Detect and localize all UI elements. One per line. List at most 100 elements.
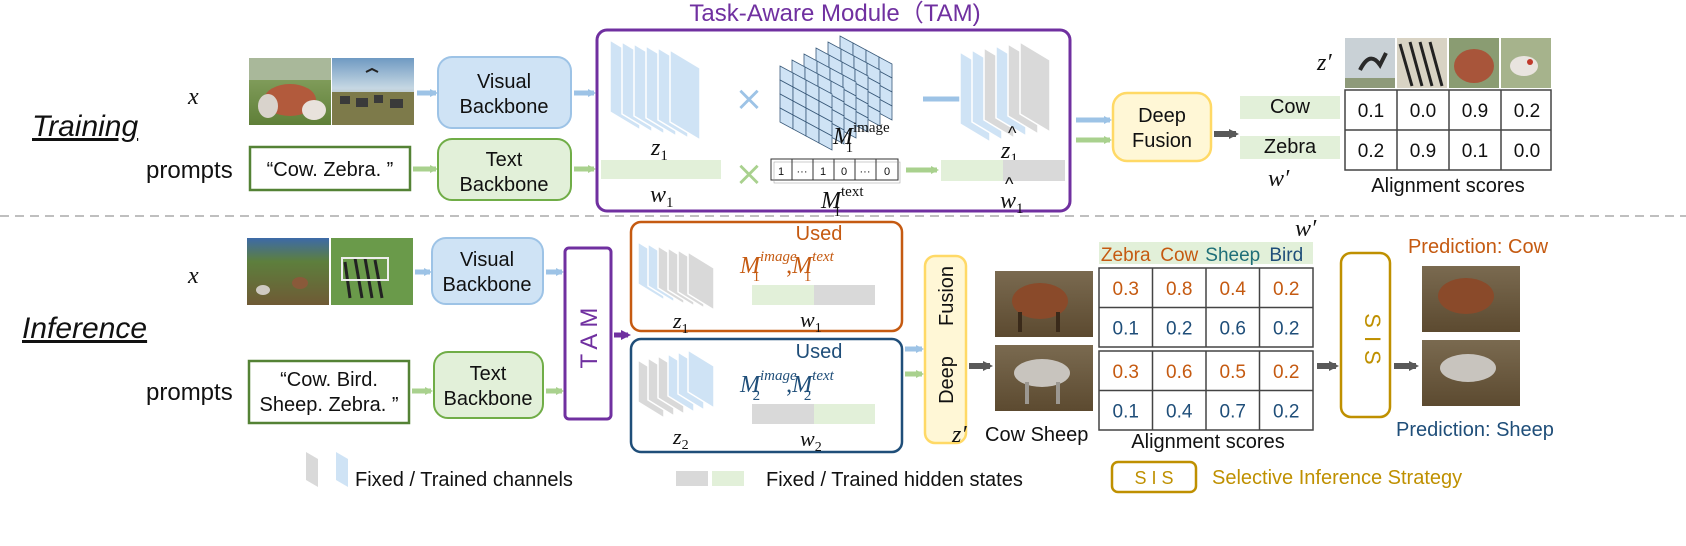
inference-w2hat-trained xyxy=(814,404,875,424)
inference-header-cell: Zebra xyxy=(1101,245,1151,266)
legend-sis-text: Selective Inference Strategy xyxy=(1212,467,1462,489)
legend-fixed-channel-icon xyxy=(306,452,318,487)
training-w1hat-hat: ^ xyxy=(1005,174,1014,194)
training-prompt-text: “Cow. Zebra. ” xyxy=(267,159,394,181)
prediction-sheep-label: Prediction: Sheep xyxy=(1396,419,1554,441)
training-input-photo-zebras xyxy=(332,58,414,125)
training-input-photo-cow xyxy=(249,58,331,125)
training-crop-bird-2 xyxy=(1501,38,1551,88)
training-score-cell: 0.2 xyxy=(1358,141,1384,162)
inference-prompt-box xyxy=(247,359,411,425)
inference-score-cell: 0.2 xyxy=(1166,319,1192,340)
training-w1-label: w1 xyxy=(650,182,674,211)
svg-text:SIS: SIS xyxy=(1360,313,1385,372)
inference-w1hat-label: w1 xyxy=(800,307,822,336)
svg-text:Visual: Visual xyxy=(460,249,514,271)
inference-z2hat-label: z2 xyxy=(672,424,689,453)
svg-text:Text: Text xyxy=(486,149,523,171)
training-visual-backbone: Visual Backbone xyxy=(437,56,572,129)
inference-z2hat-stack xyxy=(637,348,715,420)
class-zebra-label: Zebra xyxy=(1264,136,1317,158)
prediction-cow-label: Prediction: Cow xyxy=(1408,236,1549,258)
training-crop-cow xyxy=(1449,38,1499,88)
inference-crop-cow xyxy=(995,271,1093,337)
training-w1hat-label: w1 xyxy=(1000,188,1024,217)
inference-input-photo-zebra xyxy=(331,238,413,305)
inference-score-cell: 0.2 xyxy=(1273,319,1299,340)
training-score-cell: 0.9 xyxy=(1462,101,1488,122)
inference-tam-label: TAM xyxy=(576,302,603,369)
legend-hidden-text: Fixed / Trained hidden states xyxy=(766,469,1023,491)
training-z-prime: z′ xyxy=(1316,50,1332,76)
training-z1hat-label: z1 xyxy=(1000,138,1018,167)
inference-z-prime: z′ xyxy=(951,422,967,448)
inference-prompt-line-1: “Cow. Bird. xyxy=(280,369,378,391)
training-z1-channel-stack xyxy=(609,38,701,142)
training-score-cell: 0.9 xyxy=(1410,141,1436,162)
training-prompts-label: prompts xyxy=(146,157,233,184)
inference-w1hat-fixed xyxy=(814,285,875,305)
sis-box: SIS xyxy=(1339,251,1392,419)
times-icon-image: × xyxy=(735,79,764,119)
training-w-prime: w′ xyxy=(1268,166,1290,192)
inference-w2hat-fixed xyxy=(752,404,814,424)
prediction-sheep-photo xyxy=(1422,340,1520,406)
inference-header-cell: Sheep xyxy=(1205,245,1260,266)
svg-text:Backbone: Backbone xyxy=(443,274,532,296)
training-z1hat-hat: ^ xyxy=(1008,123,1017,143)
image-mask-grid-stack xyxy=(779,35,893,151)
legend-fixed-hidden-swatch xyxy=(676,471,708,486)
training-x-label: x xyxy=(187,84,199,110)
inference-score-cell: 0.1 xyxy=(1113,402,1139,423)
inference-score-cell: 0.5 xyxy=(1220,362,1246,383)
inference-score-cell: 0.2 xyxy=(1273,362,1299,383)
used-label-2: Used xyxy=(796,341,843,363)
svg-text:···: ··· xyxy=(860,166,871,178)
training-score-cell: 0.1 xyxy=(1358,101,1384,122)
svg-text:Backbone: Backbone xyxy=(444,388,533,410)
inference-visual-backbone: Visual Backbone xyxy=(431,237,544,305)
inference-score-cell: 0.3 xyxy=(1113,362,1139,383)
training-score-cell: 0.0 xyxy=(1514,141,1540,162)
svg-text:···: ··· xyxy=(797,166,808,178)
inference-score-cell: 0.8 xyxy=(1166,279,1192,300)
training-scores-caption: Alignment scores xyxy=(1371,175,1524,197)
training-prompt-box xyxy=(248,145,412,192)
training-score-cell: 0.1 xyxy=(1462,141,1488,162)
legend-trained-hidden-swatch xyxy=(712,471,744,486)
svg-text:Deep: Deep xyxy=(936,356,958,404)
inference-z1hat-label: z1 xyxy=(672,308,689,337)
inference-w1hat-trained xyxy=(752,285,814,305)
inference-header-cell: Cow xyxy=(1160,245,1198,266)
training-w1hat-trained xyxy=(941,160,1003,181)
svg-text:0: 0 xyxy=(884,166,890,178)
inference-crop-sheep xyxy=(995,345,1093,411)
legend-channels-text: Fixed / Trained channels xyxy=(355,469,573,491)
svg-text:Text: Text xyxy=(470,363,507,385)
inference-z1hat-stack xyxy=(637,240,715,312)
class-cow-label: Cow xyxy=(1270,96,1311,118)
inference-scores-caption: Alignment scores xyxy=(1131,431,1284,453)
inference-score-cell: 0.4 xyxy=(1220,279,1247,300)
inference-tam-box xyxy=(563,246,613,421)
inference-score-cell: 0.7 xyxy=(1220,402,1246,423)
legend-sis-label: S I S xyxy=(1134,468,1173,488)
inference-prompts-label: prompts xyxy=(146,379,233,406)
inference-deep-fusion: Fusion Deep xyxy=(923,254,968,445)
svg-text:0: 0 xyxy=(841,166,847,178)
training-w1-hidden-bar xyxy=(601,160,721,179)
legend-trained-channel-icon xyxy=(336,452,348,487)
training-z1hat-channel-stack xyxy=(959,40,1051,144)
inference-score-cell: 0.2 xyxy=(1273,402,1299,423)
training-crop-bird xyxy=(1345,38,1395,88)
inference-score-cell: 0.2 xyxy=(1273,279,1299,300)
training-text-backbone: Text Backbone xyxy=(437,138,572,201)
training-score-cell: 0.0 xyxy=(1410,101,1436,122)
used-label-1: Used xyxy=(796,223,843,245)
